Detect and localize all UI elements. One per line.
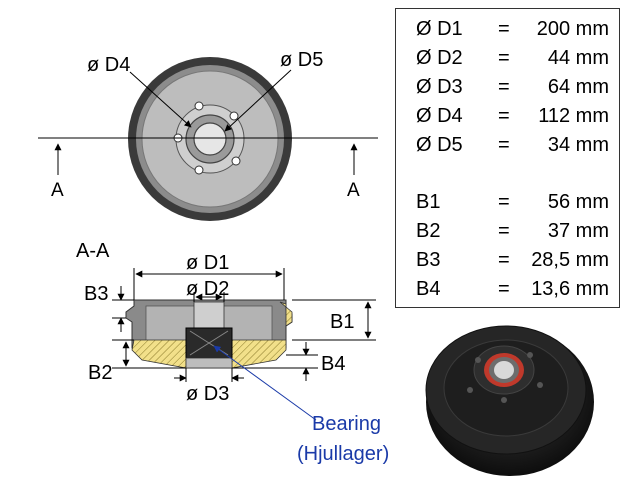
spec-equals: = — [498, 105, 510, 127]
brake-drum-photo — [425, 325, 594, 476]
spec-equals: = — [498, 76, 510, 98]
cut-face-left — [131, 339, 187, 369]
spec-value: 64 mm — [547, 76, 609, 98]
label-d1: ø D1 — [186, 252, 229, 274]
specification-table: Ø D1 = 200 mm Ø D2 = 44 mm Ø D3 = 64 mm … — [395, 8, 620, 308]
photo-bolt-hole — [537, 382, 543, 388]
label-b3: B3 — [84, 283, 108, 305]
cut-face-right — [231, 339, 287, 369]
spec-equals: = — [498, 18, 510, 40]
spec-value: 44 mm — [547, 47, 609, 69]
cut-face-flange — [279, 301, 293, 327]
spec-equals: = — [498, 220, 510, 242]
label-b4: B4 — [321, 353, 345, 375]
spec-name: Ø D3 — [416, 76, 463, 98]
spec-value: 112 mm — [538, 105, 609, 127]
bolt-hole — [229, 111, 239, 121]
spec-row-d5: Ø D5 = 34 mm — [396, 131, 621, 159]
spec-value: 28,5 mm — [531, 249, 609, 271]
spec-value: 13,6 mm — [531, 278, 609, 300]
spec-name: B4 — [416, 278, 441, 300]
photo-bolt-hole — [467, 387, 473, 393]
spec-name: Ø D2 — [416, 47, 463, 69]
section-title: A-A — [76, 240, 110, 262]
top-view: A A ø D4 ø D5 — [38, 49, 378, 221]
spec-row-b3: B3 = 28,5 mm — [396, 246, 621, 274]
label-b2: B2 — [88, 362, 112, 384]
spec-name: B1 — [416, 191, 441, 213]
spec-name: Ø D4 — [416, 105, 463, 127]
label-d2: ø D2 — [186, 278, 229, 300]
spec-row-d3: Ø D3 = 64 mm — [396, 73, 621, 101]
spec-value: 37 mm — [547, 220, 609, 242]
spec-row-d1: Ø D1 = 200 mm — [396, 15, 621, 43]
spec-equals: = — [498, 249, 510, 271]
bolt-hole — [194, 165, 204, 175]
bolt-hole — [194, 101, 204, 111]
label-d4: ø D4 — [87, 54, 130, 76]
spec-name: Ø D5 — [416, 134, 463, 156]
bearing-label-local: (Hjullager) — [297, 443, 389, 465]
spec-row-b2: B2 = 37 mm — [396, 217, 621, 245]
section-label-left: A — [51, 180, 64, 201]
bearing-leader — [213, 345, 317, 421]
hub-bore — [193, 122, 227, 156]
hub-lower — [185, 357, 233, 369]
spec-value: 34 mm — [547, 134, 609, 156]
spec-equals: = — [498, 191, 510, 213]
photo-bearing-bore — [494, 361, 514, 379]
spec-equals: = — [498, 134, 510, 156]
spec-name: B3 — [416, 249, 441, 271]
spec-equals: = — [498, 47, 510, 69]
d4-leader — [129, 71, 192, 128]
spec-row-b4: B4 = 13,6 mm — [396, 275, 621, 303]
bearing-callout: Bearing (Hjullager) — [213, 345, 389, 465]
hub-bore-section — [193, 301, 225, 329]
spec-value: 56 mm — [547, 191, 609, 213]
photo-bolt-hole — [475, 357, 481, 363]
spec-row-d2: Ø D2 = 44 mm — [396, 44, 621, 72]
spec-row-b1: B1 = 56 mm — [396, 188, 621, 216]
spec-row-d4: Ø D4 = 112 mm — [396, 102, 621, 130]
label-b1: B1 — [330, 311, 354, 333]
spec-name: B2 — [416, 220, 441, 242]
label-d5: ø D5 — [280, 49, 323, 71]
bearing-cross — [189, 330, 229, 356]
spec-equals: = — [498, 278, 510, 300]
photo-bolt-hole — [501, 397, 507, 403]
bolt-hole — [231, 156, 241, 166]
bearing-label: Bearing — [312, 413, 381, 435]
d5-leader — [224, 69, 292, 132]
spec-name: Ø D1 — [416, 18, 463, 40]
label-d3: ø D3 — [186, 383, 229, 405]
spec-value: 200 mm — [536, 18, 609, 40]
section-label-right: A — [347, 180, 360, 201]
photo-bolt-hole — [527, 352, 533, 358]
section-view: A-A ø D1 ø D2 ø D3 B1 — [76, 240, 376, 405]
